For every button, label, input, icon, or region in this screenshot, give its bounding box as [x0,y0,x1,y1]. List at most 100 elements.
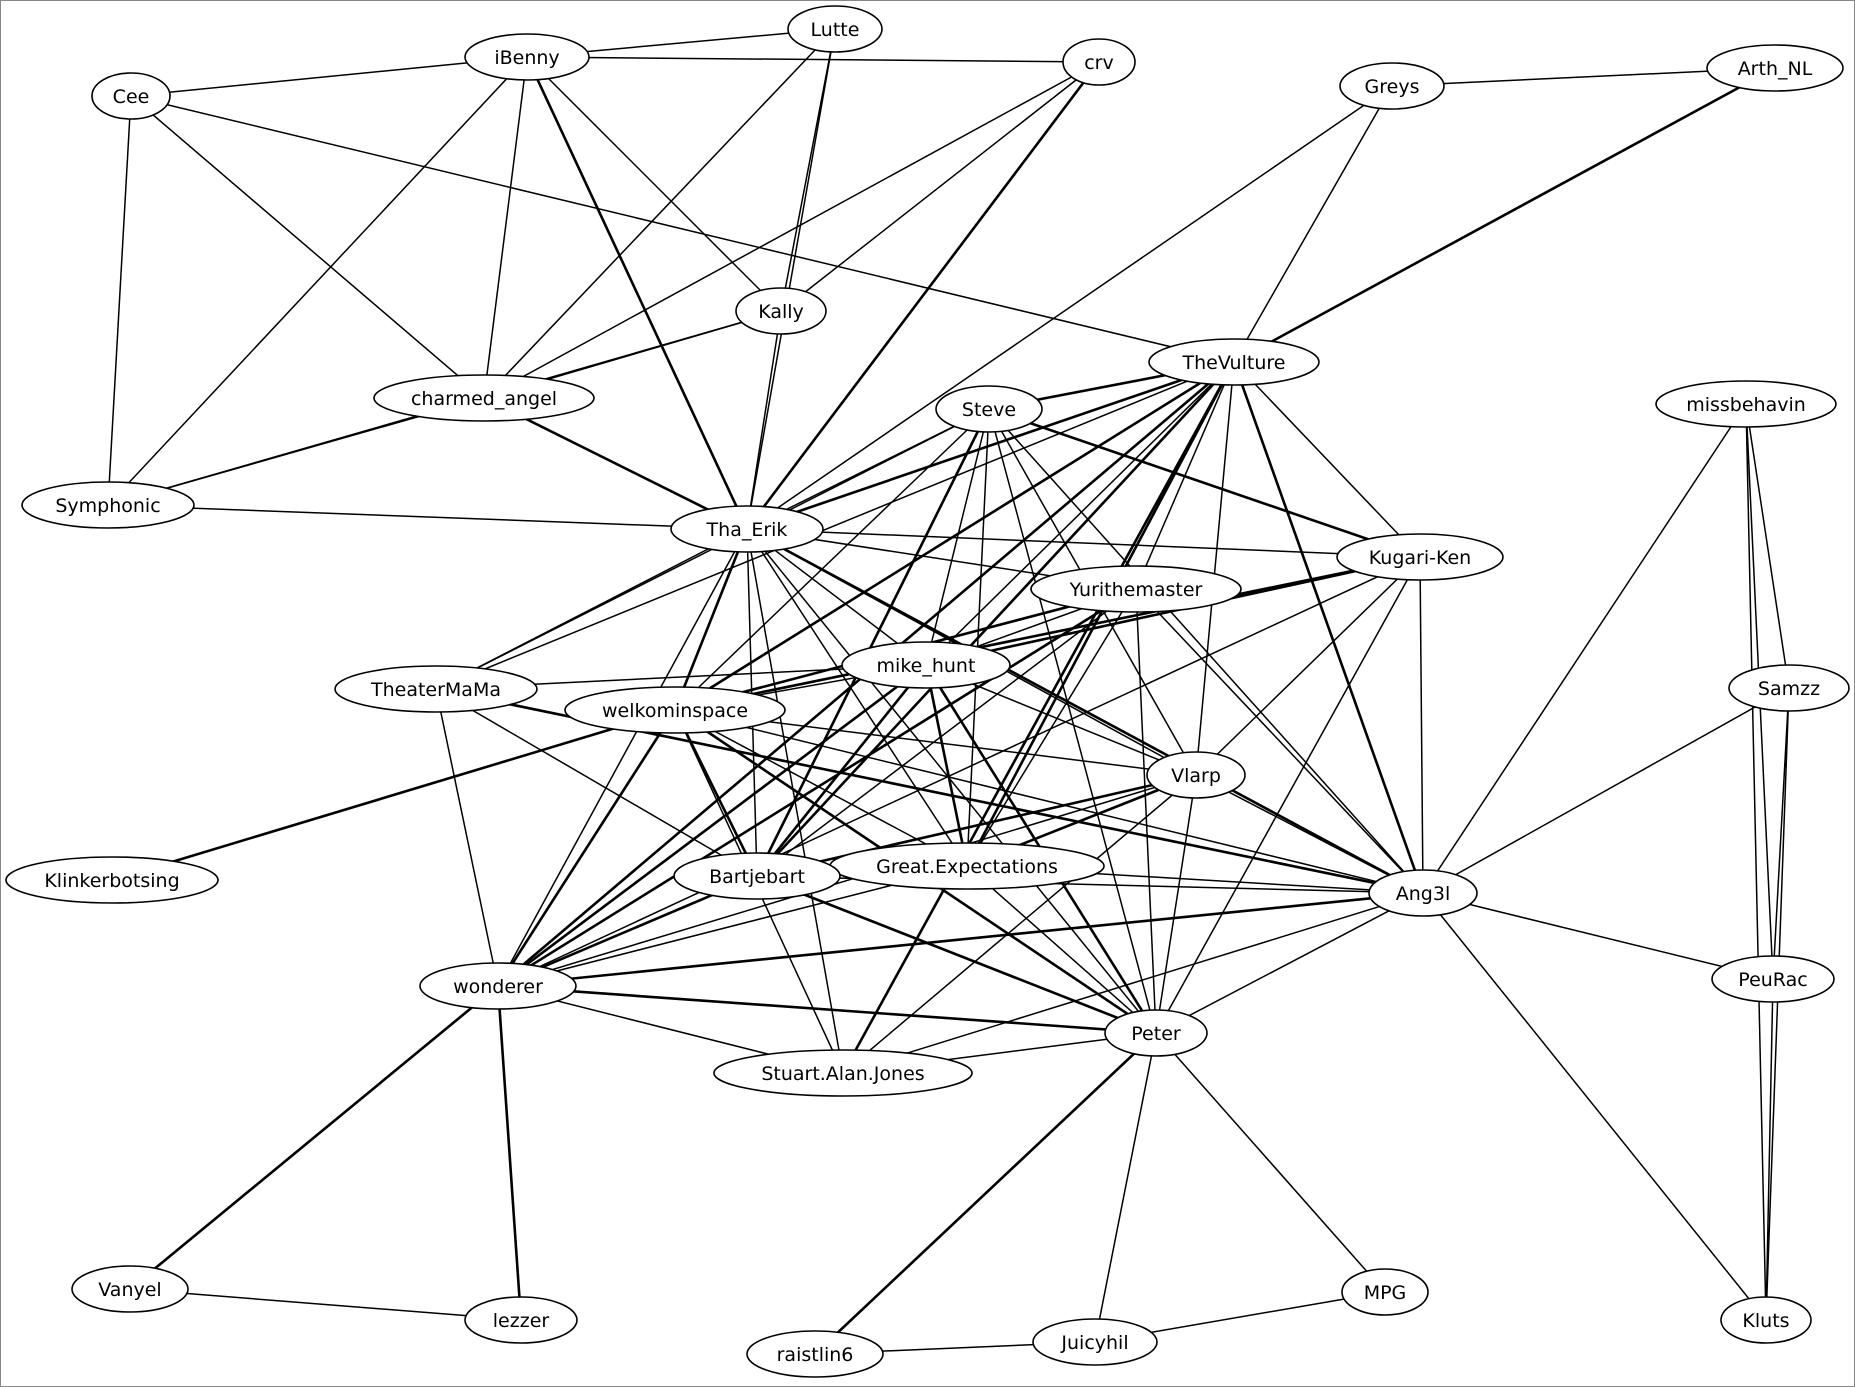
node-label-mike_hunt: mike_hunt [877,655,976,677]
node-label-greys: Greys [1365,76,1420,98]
node-arth_nl: Arth_NL [1706,44,1844,92]
edge-yurithemaster-ang3l [1135,588,1424,894]
edge-vlarp-ang3l [1195,774,1424,894]
edge-welkominspace-wonderer [496,709,677,987]
edge-peurac-kluts [1765,978,1774,1321]
node-label-welkominspace: welkominspace [602,700,748,722]
node-thevulture: TheVulture [1148,338,1320,386]
edge-great_expectations-wonderer [497,865,968,987]
node-ellipse-ang3l [1368,869,1478,917]
edge-great_expectations-peter [966,865,1157,1034]
node-label-tha_erik: Tha_Erik [706,519,788,541]
edge-yurithemaster-great_expectations [966,588,1137,867]
node-label-lezzer: lezzer [493,1310,550,1332]
edge-tha_erik-theatermama [435,528,748,690]
edge-cee-symphonic [107,95,132,506]
edge-ang3l-samzz [1422,687,1790,894]
node-label-arth_nl: Arth_NL [1738,58,1813,80]
edge-ang3l-missbehavin [1422,403,1747,894]
edge-mike_hunt-great_expectations [924,664,969,867]
node-label-wonderer: wonderer [453,976,543,998]
node-ellipse-klinkerbotsing [5,856,219,904]
node-label-missbehavin: missbehavin [1686,394,1806,416]
node-label-theatermama: TheaterMaMa [370,679,501,701]
node-cee: Cee [91,72,171,120]
node-label-raistlin6: raistlin6 [777,1344,854,1366]
edge-steve-mike_hunt [925,408,990,666]
node-mike_hunt: mike_hunt [841,641,1011,689]
node-juicyhil: Juicyhil [1032,1318,1158,1366]
node-crv: crv [1062,38,1136,86]
node-ellipse-samzz [1728,664,1850,712]
node-symphonic: Symphonic [21,481,195,529]
node-label-charmed_angel: charmed_angel [411,388,557,410]
node-ellipse-cee [91,72,171,120]
node-label-juicyhil: Juicyhil [1060,1332,1128,1354]
edge-greys-tha_erik [746,85,1393,530]
edge-arth_nl-thevulture [1233,66,1776,364]
node-label-cee: Cee [113,86,150,108]
node-steve: Steve [935,385,1043,433]
edge-thevulture-stuart_alan_jones [841,361,1236,1074]
edge-wonderer-lezzer [496,985,523,1321]
node-welkominspace: welkominspace [564,686,786,734]
edge-thevulture-mike_hunt [925,361,1235,666]
node-label-bartjebart: Bartjebart [709,866,805,888]
node-tha_erik: Tha_Erik [670,505,824,553]
edge-lutte-tha_erik [746,28,836,530]
node-ellipse-yurithemaster [1030,565,1242,613]
edge-thevulture-bartjebart [756,361,1235,877]
edge-theatermama-bartjebart [435,688,758,877]
edge-steve-kugari_ken [988,407,1421,559]
node-label-vlarp: Vlarp [1171,765,1221,787]
node-ellipse-mike_hunt [841,641,1011,689]
node-ellipse-ibenny [464,33,590,81]
edge-ibenny-crv [526,56,1100,63]
node-label-symphonic: Symphonic [55,495,160,517]
node-theatermama: TheaterMaMa [334,665,538,713]
node-ellipse-welkominspace [564,686,786,734]
node-ellipse-peter [1104,1009,1208,1057]
node-label-yurithemaster: Yurithemaster [1069,579,1203,601]
edge-vanyel-lezzer [129,1288,522,1321]
node-label-great_expectations: Great.Expectations [876,856,1058,878]
node-label-peter: Peter [1131,1023,1181,1045]
edge-samzz-peurac [1772,687,1790,980]
node-label-steve: Steve [962,399,1016,421]
node-kally: Kally [735,287,827,335]
edge-ang3l-stuart_alan_jones [842,892,1424,1074]
edge-kugari_ken-wonderer [497,556,1421,987]
edge-tha_erik-kugari_ken [746,528,1421,558]
node-ellipse-tha_erik [670,505,824,553]
node-ellipse-raistlin6 [746,1330,884,1378]
node-label-ibenny: iBenny [494,47,559,69]
node-label-mpg: MPG [1364,1282,1407,1304]
edge-missbehavin-kluts [1745,403,1767,1321]
edge-ibenny-cee [130,56,528,97]
node-charmed_angel: charmed_angel [373,374,595,422]
node-label-kluts: Kluts [1742,1310,1789,1332]
node-ellipse-peurac [1711,955,1835,1003]
edge-thevulture-vlarp [1195,361,1235,776]
edge-bartjebart-peter [756,874,1157,1035]
edge-welkominspace-klinkerbotsing [111,708,676,882]
edge-ibenny-symphonic [107,56,528,506]
edge-thevulture-ang3l [1232,361,1425,894]
node-ellipse-kally [735,287,827,335]
node-ellipse-vlarp [1146,751,1246,799]
edge-steve-peter [988,408,1157,1034]
edge-kugari_ken-peter [1155,556,1421,1034]
edge-ang3l-wonderer [497,891,1424,988]
node-samzz: Samzz [1728,664,1850,712]
node-ellipse-mpg [1341,1268,1429,1316]
node-lezzer: lezzer [464,1296,578,1344]
node-label-klinkerbotsing: Klinkerbotsing [44,870,179,892]
edge-tha_erik-wonderer [497,528,748,987]
node-ellipse-kugari_ken [1336,533,1504,581]
edge-ibenny-tha_erik [525,56,749,530]
node-ellipse-bartjebart [673,852,841,900]
edge-kugari_ken-vlarp [1195,556,1421,776]
node-ellipse-steve [935,385,1043,433]
node-peter: Peter [1104,1009,1208,1057]
edge-ang3l-kluts [1422,892,1767,1321]
